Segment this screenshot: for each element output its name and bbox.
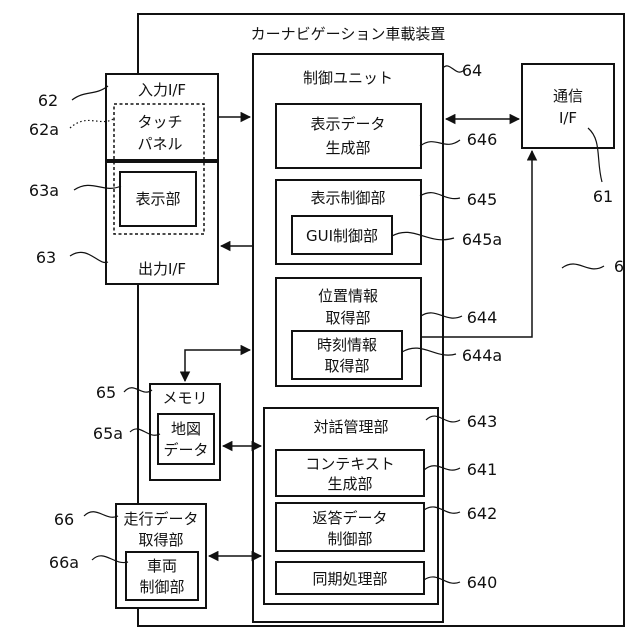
ref-61: 61	[593, 187, 613, 206]
control-unit-title: 制御ユニット	[303, 69, 393, 87]
ref-644a: 644a	[462, 346, 502, 365]
display-data-generation-line2: 生成部	[325, 139, 370, 157]
ref-642: 642	[467, 504, 498, 523]
response-data-control-line2: 制御部	[327, 530, 372, 548]
dialog-management-title: 対話管理部	[313, 418, 388, 436]
context-generation-line2: 生成部	[327, 475, 372, 493]
ref-62a: 62a	[29, 120, 59, 139]
ref-64: 64	[462, 61, 482, 80]
control-memory-arrow	[185, 350, 250, 381]
position-info-line2: 取得部	[325, 309, 370, 327]
touch-panel-line1: タッチ	[137, 113, 182, 131]
ref-645a: 645a	[462, 230, 502, 249]
input-if-label: 入力I/F	[138, 81, 186, 99]
ref-646: 646	[467, 130, 498, 149]
display-unit-label: 表示部	[135, 190, 180, 208]
position-info-line1: 位置情報	[318, 287, 378, 305]
ref-6: 6	[614, 257, 624, 276]
ref-641: 641	[467, 460, 498, 479]
ref-66: 66	[54, 510, 74, 529]
leader-62	[72, 86, 108, 100]
vehicle-control-line2: 制御部	[139, 578, 184, 596]
context-generation-line1: コンテキスト	[305, 455, 395, 473]
ref-645: 645	[467, 190, 498, 209]
communication-if-box	[522, 64, 614, 148]
output-if-label: 出力I/F	[138, 260, 186, 278]
response-data-control-line1: 返答データ	[312, 509, 387, 527]
display-control-title: 表示制御部	[310, 189, 385, 207]
driving-data-line1: 走行データ	[123, 510, 198, 528]
communication-if-line2: I/F	[559, 109, 577, 127]
ref-640: 640	[467, 573, 498, 592]
sync-processing-label: 同期処理部	[312, 570, 387, 588]
ref-65a: 65a	[93, 424, 123, 443]
ref-644: 644	[467, 308, 498, 327]
ref-63: 63	[36, 248, 56, 267]
ref-643: 643	[467, 412, 498, 431]
time-info-line1: 時刻情報	[317, 336, 377, 354]
memory-title: メモリ	[162, 389, 207, 407]
ref-65: 65	[96, 383, 116, 402]
driving-data-line2: 取得部	[138, 531, 183, 549]
touch-panel-line2: パネル	[137, 135, 182, 153]
display-data-generation-line1: 表示データ	[310, 115, 385, 133]
vehicle-control-line1: 車両	[147, 557, 177, 575]
time-info-line2: 取得部	[324, 357, 369, 375]
map-data-line1: 地図	[171, 420, 201, 438]
gui-control-label: GUI制御部	[306, 227, 378, 245]
ref-63a: 63a	[29, 181, 59, 200]
communication-if-line1: 通信	[553, 87, 583, 105]
ref-66a: 66a	[49, 553, 79, 572]
device-title: カーナビゲーション車載装置	[251, 25, 446, 43]
map-data-line2: データ	[163, 441, 208, 459]
leader-6	[562, 264, 604, 269]
ref-62: 62	[38, 91, 58, 110]
leader-66	[84, 512, 118, 517]
leader-63	[70, 252, 108, 262]
